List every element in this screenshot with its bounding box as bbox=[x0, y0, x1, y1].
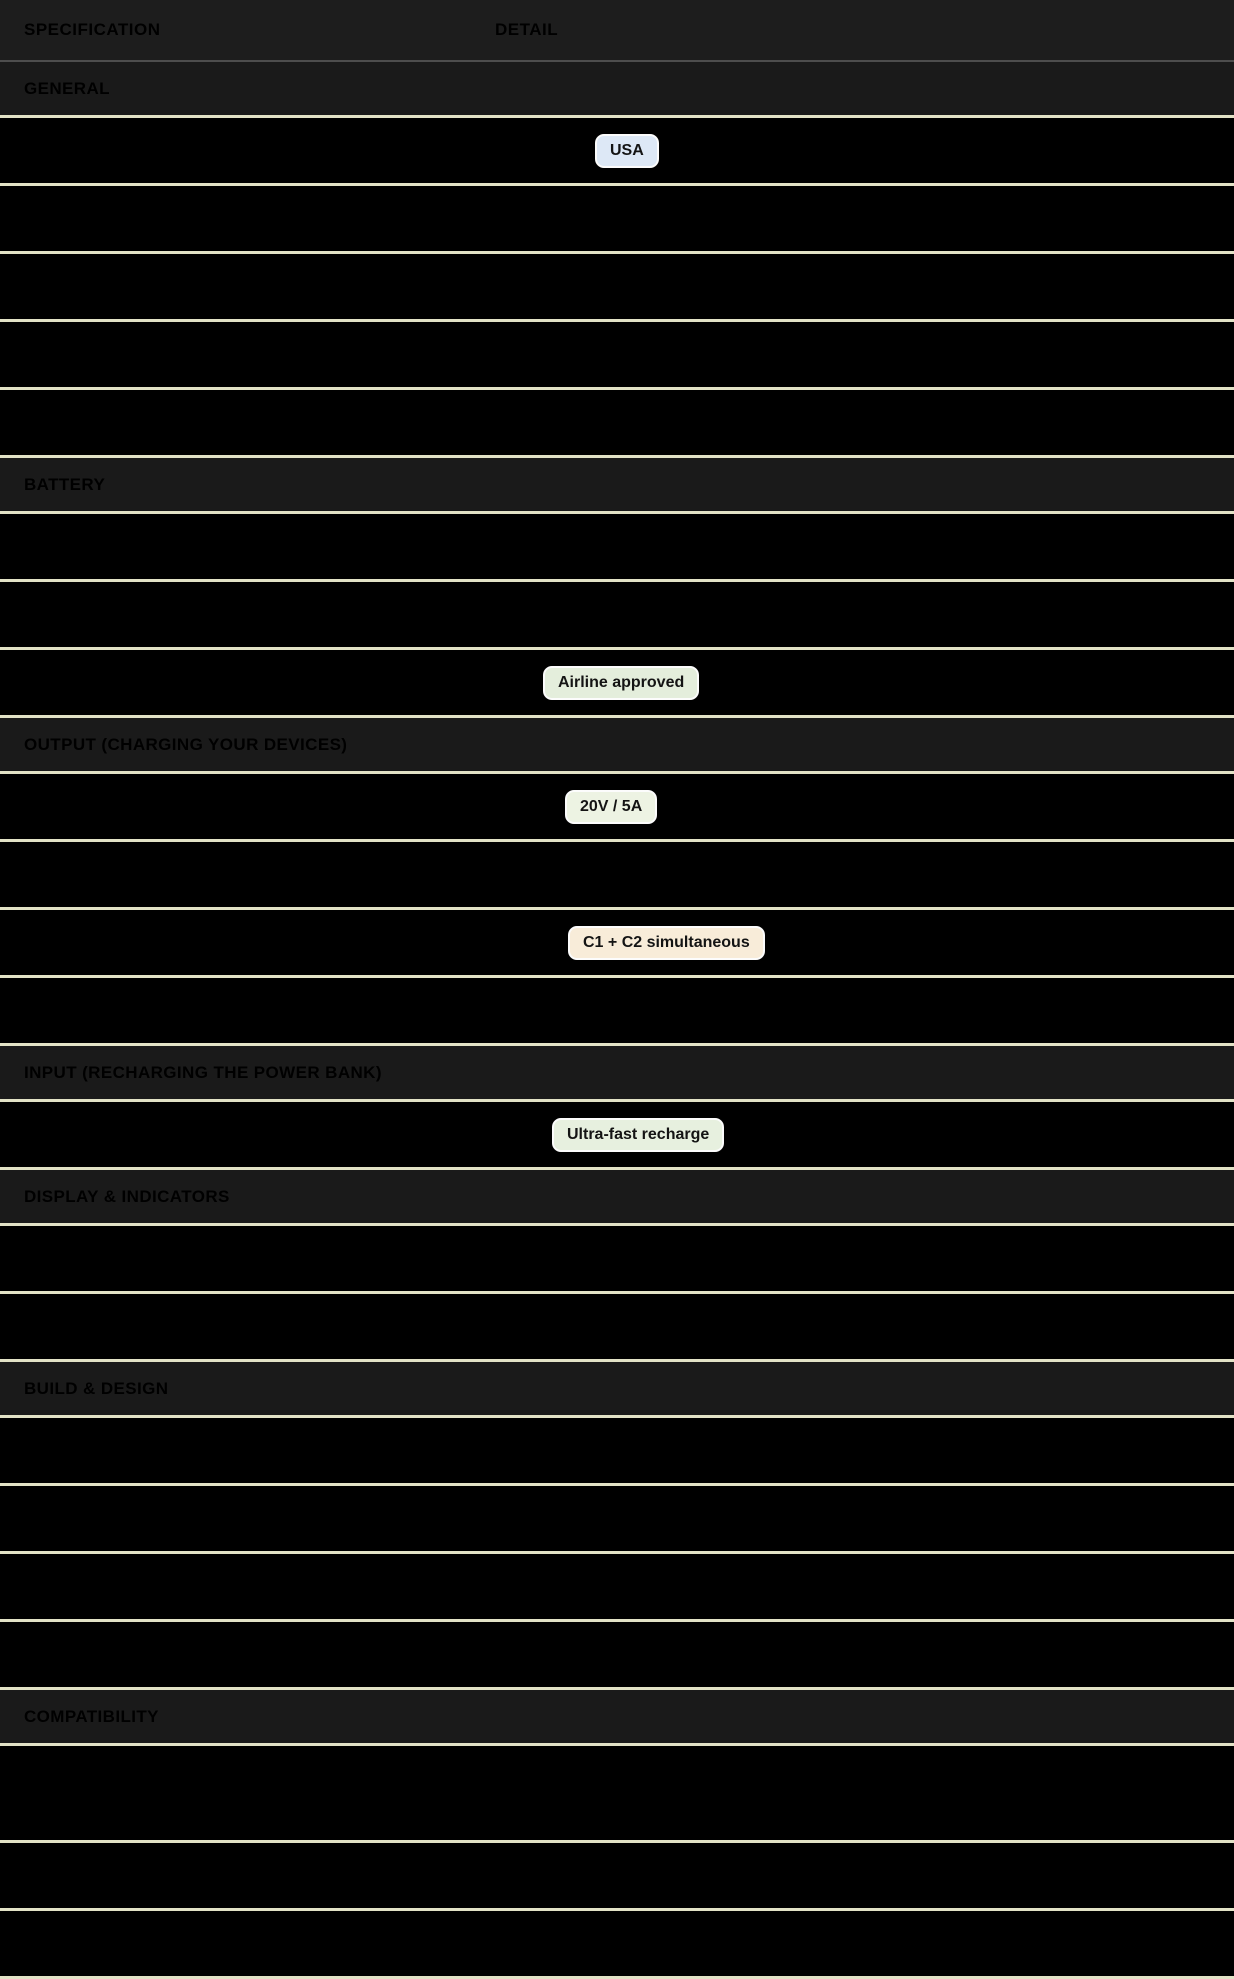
table-row bbox=[0, 186, 1234, 254]
usa-badge: USA bbox=[595, 133, 659, 168]
section-label: COMPATIBILITY bbox=[24, 1706, 159, 1726]
ultra-fast-recharge-badge: Ultra-fast recharge bbox=[552, 1117, 725, 1152]
section-header: COMPATIBILITY bbox=[0, 1690, 1234, 1746]
table-row bbox=[0, 322, 1234, 390]
table-row bbox=[0, 1294, 1234, 1362]
table-header-row: SPECIFICATION DETAIL bbox=[0, 0, 1234, 62]
table-row bbox=[0, 1486, 1234, 1554]
table-row: USA bbox=[0, 118, 1234, 186]
table-row bbox=[0, 582, 1234, 650]
table-row: Ultra-fast recharge bbox=[0, 1102, 1234, 1170]
detail-cell: USA bbox=[495, 133, 1234, 168]
table-row bbox=[0, 842, 1234, 910]
table-row bbox=[0, 1911, 1234, 1979]
table-row bbox=[0, 514, 1234, 582]
section-label: BATTERY bbox=[24, 474, 106, 494]
detail-cell: C1 + C2 simultaneous bbox=[495, 925, 1234, 960]
table-row bbox=[0, 1226, 1234, 1294]
table-row bbox=[0, 1554, 1234, 1622]
section-header: INPUT (RECHARGING THE POWER BANK) bbox=[0, 1046, 1234, 1102]
table-row: 20V / 5A bbox=[0, 774, 1234, 842]
section-header: GENERAL bbox=[0, 62, 1234, 118]
detail-cell: 20V / 5A bbox=[495, 789, 1234, 824]
table-row bbox=[0, 978, 1234, 1046]
section-label: BUILD & DESIGN bbox=[24, 1378, 169, 1398]
table-row bbox=[0, 1622, 1234, 1690]
section-header: BATTERY bbox=[0, 458, 1234, 514]
table-row bbox=[0, 254, 1234, 322]
table-row bbox=[0, 1418, 1234, 1486]
spec-column-header: SPECIFICATION bbox=[24, 20, 161, 39]
dual-port-badge: C1 + C2 simultaneous bbox=[568, 925, 765, 960]
section-label: GENERAL bbox=[24, 78, 110, 98]
table-row: Airline approved bbox=[0, 650, 1234, 718]
section-label: OUTPUT (CHARGING YOUR DEVICES) bbox=[24, 734, 348, 754]
table-row bbox=[0, 1843, 1234, 1911]
detail-cell: Ultra-fast recharge bbox=[495, 1117, 1234, 1152]
detail-column-header: DETAIL bbox=[495, 20, 559, 39]
airline-approved-badge: Airline approved bbox=[543, 665, 700, 700]
section-header: OUTPUT (CHARGING YOUR DEVICES) bbox=[0, 718, 1234, 774]
table-row bbox=[0, 1746, 1234, 1843]
section-label: DISPLAY & INDICATORS bbox=[24, 1186, 230, 1206]
section-header: DISPLAY & INDICATORS bbox=[0, 1170, 1234, 1226]
output-power-badge: 20V / 5A bbox=[565, 789, 658, 824]
section-label: INPUT (RECHARGING THE POWER BANK) bbox=[24, 1062, 382, 1082]
section-header: BUILD & DESIGN bbox=[0, 1362, 1234, 1418]
table-row: C1 + C2 simultaneous bbox=[0, 910, 1234, 978]
detail-cell: Airline approved bbox=[495, 665, 1234, 700]
table-row bbox=[0, 390, 1234, 458]
